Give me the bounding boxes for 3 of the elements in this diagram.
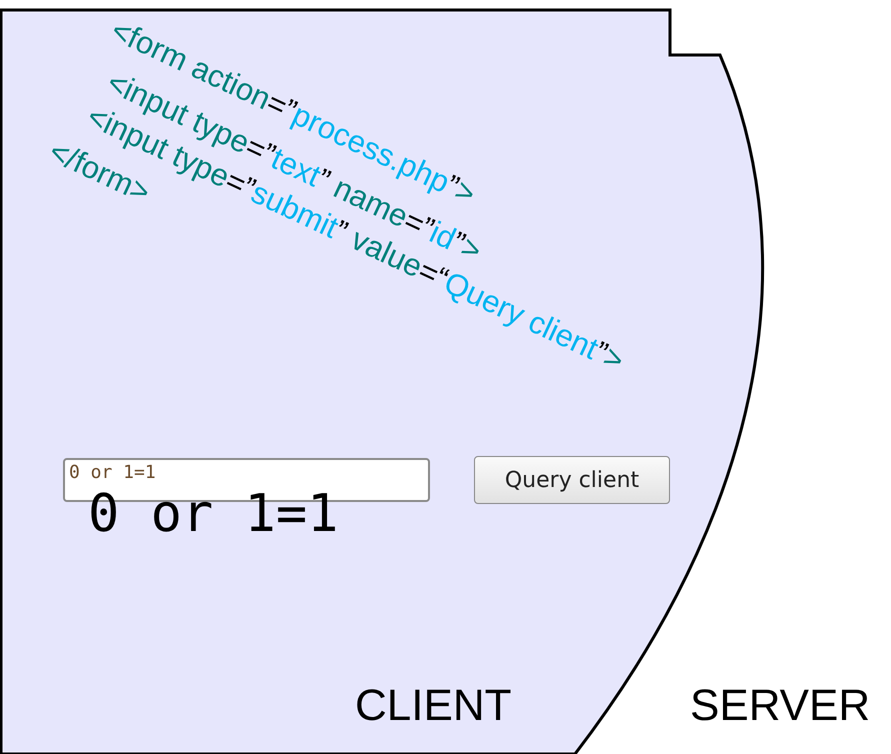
query-button: Query client — [474, 456, 670, 504]
region-label: SERVER — [690, 684, 870, 728]
region-label: CLIENT — [355, 684, 512, 728]
